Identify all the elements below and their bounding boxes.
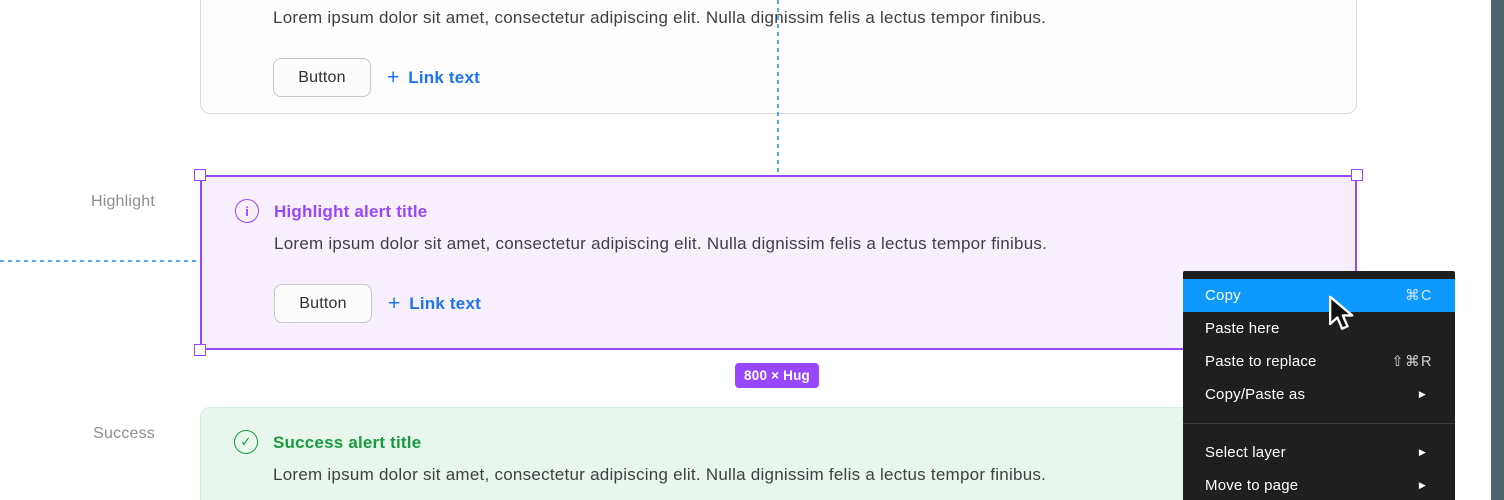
alert-body-text: Lorem ipsum dolor sit amet, consectetur …: [273, 465, 1047, 484]
alert-actions: Button + Link text: [274, 284, 481, 323]
selection-handle-bottom-left[interactable]: [194, 344, 206, 356]
alert-link[interactable]: + Link text: [387, 67, 480, 88]
selection-handle-top-left[interactable]: [194, 169, 206, 181]
alert-title: Highlight alert title: [274, 202, 428, 221]
menu-item-copy-paste-as[interactable]: Copy/Paste as ▶: [1205, 386, 1426, 403]
side-panel-edge: [1491, 0, 1504, 500]
submenu-arrow-icon: ▶: [1418, 447, 1426, 457]
plus-icon: +: [387, 66, 400, 89]
mouse-cursor-icon: [1328, 295, 1354, 338]
menu-item-copy[interactable]: Copy ⌘C: [1183, 279, 1455, 312]
check-circle-icon: ✓: [234, 430, 258, 454]
menu-item-select-layer[interactable]: Select layer ▶: [1205, 444, 1426, 461]
shortcut-paste-to-replace: ⇧⌘R: [1391, 353, 1433, 370]
alert-card-highlight[interactable]: i Highlight alert title Lorem ipsum dolo…: [200, 175, 1357, 350]
menu-item-paste-to-replace[interactable]: Paste to replace ⇧⌘R: [1205, 353, 1433, 370]
menu-item-move-to-page[interactable]: Move to page ▶: [1205, 477, 1426, 494]
menu-separator: [1183, 423, 1455, 424]
alert-actions: Button + Link text: [273, 58, 480, 97]
selection-size-badge: 800 × Hug: [735, 363, 819, 388]
alert-card-success[interactable]: ✓ Success alert title Lorem ipsum dolor …: [200, 407, 1357, 500]
menu-item-paste-here[interactable]: Paste here: [1205, 320, 1280, 337]
context-menu: Copy ⌘C Paste here Paste to replace ⇧⌘R …: [1183, 271, 1455, 500]
horizontal-guide-line: [0, 260, 200, 262]
link-label: Link text: [409, 293, 481, 313]
alert-title: Success alert title: [273, 433, 422, 452]
alert-button[interactable]: Button: [274, 284, 372, 323]
section-label-success: Success: [93, 425, 155, 442]
link-label: Link text: [408, 67, 480, 87]
section-label-highlight: Highlight: [90, 193, 155, 210]
alert-body-text: Lorem ipsum dolor sit amet, consectetur …: [273, 8, 1047, 27]
alert-body-text: Lorem ipsum dolor sit amet, consectetur …: [274, 234, 1048, 253]
alert-button[interactable]: Button: [273, 58, 371, 97]
submenu-arrow-icon: ▶: [1418, 480, 1426, 490]
vertical-guide-line: [777, 0, 779, 175]
submenu-arrow-icon: ▶: [1418, 389, 1426, 399]
shortcut-copy: ⌘C: [1405, 287, 1433, 304]
info-icon: i: [235, 199, 259, 223]
selection-handle-top-right[interactable]: [1351, 169, 1363, 181]
plus-icon: +: [388, 292, 401, 315]
alert-link[interactable]: + Link text: [388, 293, 481, 314]
